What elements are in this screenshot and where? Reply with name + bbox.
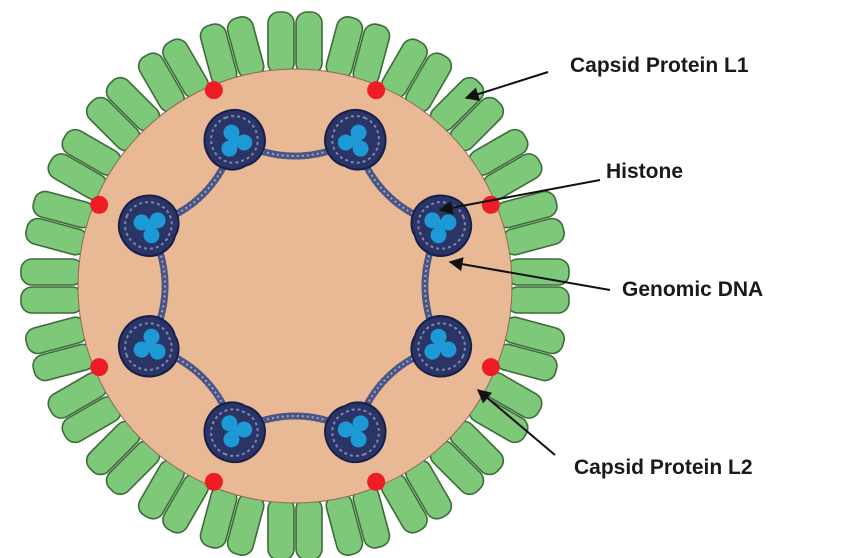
histone-core <box>221 124 253 157</box>
capsomer-l1 <box>325 16 391 87</box>
l2-protein <box>367 81 386 100</box>
capsomer-l1 <box>137 459 210 534</box>
capsomer-l1 <box>199 16 265 87</box>
capsomer-l1 <box>468 371 543 444</box>
dna-wrap-texture <box>331 115 380 164</box>
nucleosomes <box>117 108 473 464</box>
capsomer-l1 <box>429 420 505 496</box>
capsomer-l1 <box>85 76 161 152</box>
l2-protein <box>204 81 223 100</box>
histone-core <box>221 415 253 448</box>
l2-protein <box>481 358 500 377</box>
dna-wrap-texture <box>124 201 173 250</box>
nucleosome <box>203 108 266 171</box>
nucleosome <box>410 194 473 257</box>
capsomer-l1 <box>199 485 265 556</box>
capsomer-l1 <box>25 190 96 256</box>
histone-core <box>133 328 166 360</box>
l2-protein <box>90 195 109 214</box>
capsomer-l1 <box>468 128 543 201</box>
capsomer-l1 <box>325 485 391 556</box>
capsomer-l1 <box>47 371 122 444</box>
histone-core <box>424 328 457 360</box>
label-capsid-l2: Capsid Protein L2 <box>574 456 753 479</box>
l2-protein <box>204 472 223 491</box>
dna-wrap-texture <box>417 322 466 371</box>
histone-core <box>337 415 369 448</box>
nucleosome <box>117 315 180 378</box>
capsomer-l1 <box>267 11 323 75</box>
l2-protein <box>90 358 109 377</box>
histone-core <box>424 212 457 244</box>
nucleosome <box>117 194 180 257</box>
l2-proteins <box>90 81 500 491</box>
nucleosome <box>410 315 473 378</box>
arrow-capsid-l1 <box>464 71 549 101</box>
capsomer-l1 <box>506 258 570 314</box>
histone-core <box>133 212 166 244</box>
capsomer-l1 <box>85 420 161 496</box>
arrow-histone <box>438 179 601 215</box>
nucleosome <box>324 108 387 171</box>
label-genomic-dna: Genomic DNA <box>622 278 763 301</box>
l2-protein <box>367 472 386 491</box>
arrow-capsid-l2 <box>476 389 556 456</box>
dna-wrap-texture <box>331 408 380 457</box>
dna-wrap-texture <box>124 322 173 371</box>
capsomer-l1 <box>25 316 96 382</box>
dna-wrap-texture <box>417 201 466 250</box>
label-histone: Histone <box>606 160 683 183</box>
annotation-arrows <box>438 71 611 456</box>
capsid-shell <box>20 11 570 558</box>
capsomer-l1 <box>20 258 84 314</box>
dna-wrap-texture <box>210 408 259 457</box>
capsomer-l1 <box>267 497 323 558</box>
histone-core <box>337 124 369 157</box>
nucleosome <box>203 401 266 464</box>
dna-wrap-texture <box>210 115 259 164</box>
virion-interior <box>77 68 513 504</box>
label-capsid-l1: Capsid Protein L1 <box>570 54 749 77</box>
nucleosome <box>324 401 387 464</box>
arrow-genomic-dna <box>448 257 611 291</box>
